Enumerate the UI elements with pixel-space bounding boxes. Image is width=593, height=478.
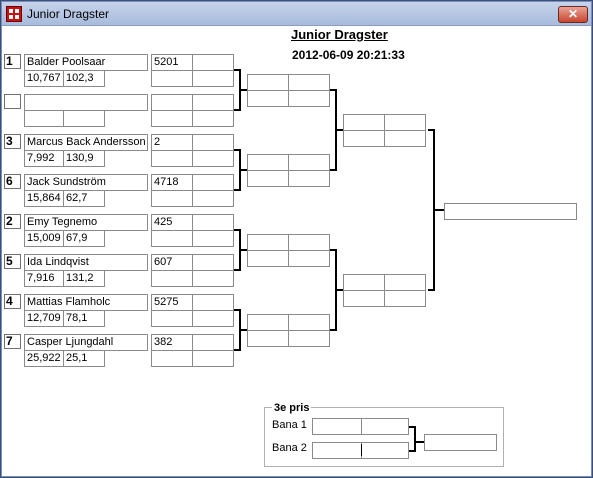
result-field[interactable] (192, 110, 234, 127)
semifinal-field[interactable] (384, 290, 426, 307)
round2-field[interactable] (288, 250, 330, 267)
window-title: Junior Dragster (27, 7, 110, 21)
seed-box (4, 94, 21, 109)
third-place-field[interactable] (361, 418, 409, 435)
title-bar[interactable]: Junior Dragster ✕ (2, 2, 591, 26)
third-place-winner-field[interactable] (424, 434, 497, 451)
speed-field[interactable]: 25,1 (63, 350, 105, 367)
seed-box: 6 (4, 174, 21, 189)
app-icon[interactable] (6, 6, 22, 22)
bracket-connector (409, 426, 424, 452)
round2-field[interactable] (288, 90, 330, 107)
bracket-connector (234, 309, 247, 351)
result-field[interactable] (192, 270, 234, 287)
result-field[interactable] (192, 230, 234, 247)
bracket-connector (330, 249, 343, 331)
lane-1-label: Bana 1 (272, 419, 307, 431)
speed-field[interactable] (63, 110, 105, 127)
round2-field[interactable] (288, 330, 330, 347)
seed-box: 1 (4, 54, 21, 69)
result-field[interactable] (192, 310, 234, 327)
driver-name-field[interactable]: Emy Tegnemo (24, 214, 148, 231)
result-field[interactable] (192, 150, 234, 167)
reaction-time-field[interactable]: 7,992 (24, 150, 64, 167)
score-field[interactable]: 4718 (151, 174, 193, 191)
third-place-legend: 3e pris (272, 402, 312, 414)
score-field[interactable]: 382 (151, 334, 193, 351)
bracket-lines (234, 69, 444, 452)
bracket-connector (234, 229, 247, 271)
speed-field[interactable]: 130,9 (63, 150, 105, 167)
speed-field[interactable]: 62,7 (63, 190, 105, 207)
final-winner-field[interactable] (444, 203, 577, 220)
reaction-time-field[interactable]: 7,916 (24, 270, 64, 287)
bracket-connector (234, 149, 247, 191)
semifinal-field[interactable] (384, 130, 426, 147)
bracket-connector (428, 129, 444, 291)
reaction-time-field[interactable]: 25,922 (24, 350, 64, 367)
seed-box: 2 (4, 214, 21, 229)
bracket-connector (330, 89, 343, 171)
close-button[interactable]: ✕ (558, 6, 588, 23)
speed-field[interactable]: 131,2 (63, 270, 105, 287)
text-caret (361, 444, 362, 456)
lane-2-label: Bana 2 (272, 442, 307, 454)
driver-name-field[interactable]: Balder Poolsaar (24, 54, 148, 71)
result-field[interactable] (192, 70, 234, 87)
bracket-title: Junior Dragster (291, 27, 388, 42)
speed-field[interactable]: 78,1 (63, 310, 105, 327)
score-field[interactable]: 5275 (151, 294, 193, 311)
bracket-datetime: 2012-06-09 20:21:33 (292, 48, 405, 62)
seed-box: 7 (4, 334, 21, 349)
result-field[interactable] (192, 350, 234, 367)
round2-field[interactable] (288, 170, 330, 187)
bracket-connector (234, 69, 247, 111)
seed-box: 5 (4, 254, 21, 269)
driver-name-field[interactable]: Mattias Flamholc (24, 294, 148, 311)
seed-box: 4 (4, 294, 21, 309)
speed-field[interactable]: 102,3 (63, 70, 105, 87)
reaction-time-field[interactable]: 12,709 (24, 310, 64, 327)
speed-field[interactable]: 67,9 (63, 230, 105, 247)
driver-name-field[interactable]: Jack Sundström (24, 174, 148, 191)
third-place-group (264, 407, 504, 467)
result-field[interactable] (192, 190, 234, 207)
seed-box: 3 (4, 134, 21, 149)
